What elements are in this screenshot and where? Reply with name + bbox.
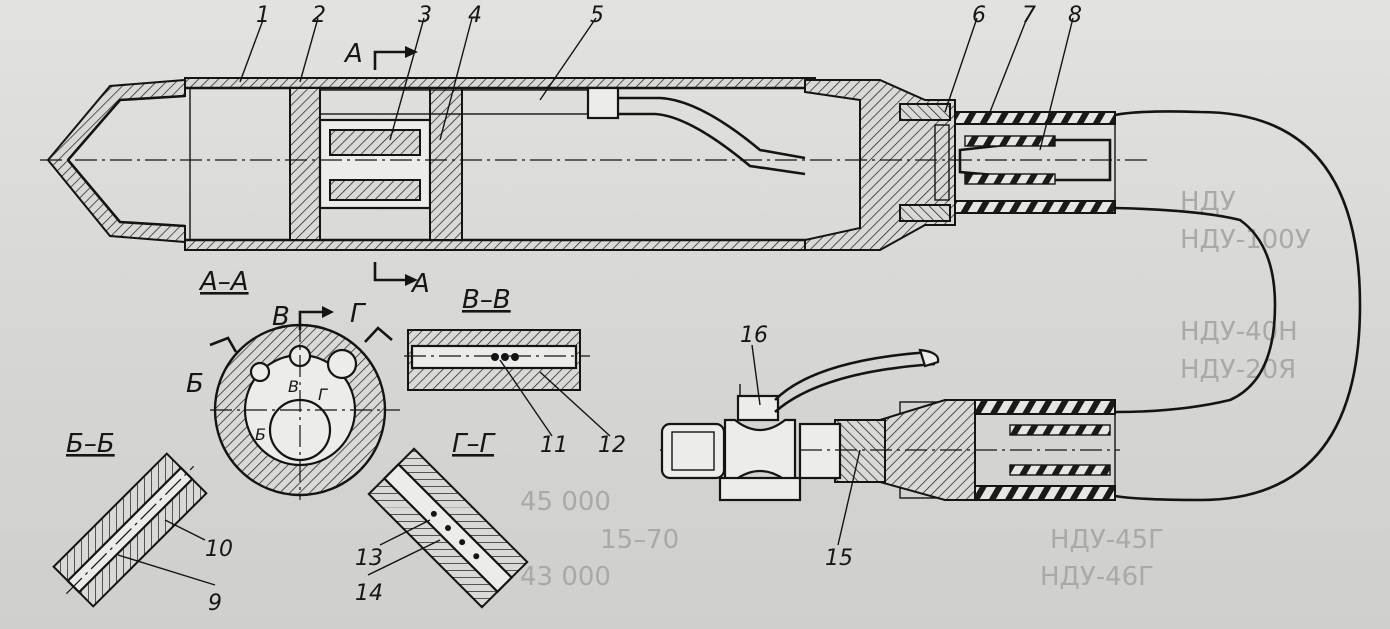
section-gg — [367, 447, 529, 609]
cut-marker-a-top: А — [343, 39, 363, 69]
bg-text-8: 15–70 — [600, 525, 679, 555]
cut-marker-v: В — [272, 302, 290, 332]
background-print: НДУ НДУ-100У НДУ-40Н НДУ-20Я НДУ-45Г НДУ… — [520, 187, 1311, 592]
bg-text-3: НДУ-40Н — [1180, 317, 1298, 347]
bg-text-5: НДУ-45Г — [1050, 525, 1164, 555]
section-title-gg: Г–Г — [452, 429, 496, 459]
section-title-vv: В–В — [462, 285, 511, 315]
bg-text-2: НДУ-100У — [1180, 225, 1311, 255]
callout-11: 11 — [540, 433, 568, 458]
cut-arrows — [209, 46, 418, 353]
callout-labels: 1 2 3 4 5 6 7 8 9 10 11 12 13 14 15 16 — [205, 3, 1082, 616]
callout-2: 2 — [312, 3, 326, 28]
cut-marker-g-small: Г — [318, 385, 328, 404]
callout-13: 13 — [355, 546, 383, 571]
bg-text-6: НДУ-46Г — [1040, 562, 1154, 592]
cut-marker-a-bottom: А — [410, 269, 430, 299]
section-titles: А–А В–В Б–Б Г–Г А А Б В Г Б В Г — [66, 39, 511, 459]
callout-1: 1 — [256, 3, 270, 28]
callout-6: 6 — [972, 3, 986, 28]
section-vv — [404, 329, 590, 391]
cut-marker-b-small: Б — [255, 425, 266, 444]
callout-4: 4 — [468, 3, 482, 28]
cut-marker-b: Б — [186, 369, 204, 399]
callout-14: 14 — [355, 581, 383, 606]
callout-9: 9 — [208, 591, 222, 616]
callout-3: 3 — [418, 3, 432, 28]
section-bb — [52, 452, 208, 608]
nozzle-body — [40, 77, 1150, 251]
callout-8: 8 — [1068, 3, 1082, 28]
bg-text-9: 43 000 — [520, 562, 611, 592]
leader-lines — [117, 17, 1074, 586]
valve-assembly — [660, 348, 1120, 502]
callout-5: 5 — [590, 3, 604, 28]
callout-15: 15 — [825, 546, 853, 571]
section-title-bb: Б–Б — [66, 429, 115, 459]
callout-10: 10 — [205, 537, 233, 562]
bg-text-7: 45 000 — [520, 487, 611, 517]
callout-16: 16 — [740, 323, 768, 348]
callout-7: 7 — [1022, 3, 1036, 28]
cut-marker-v-small: В — [288, 377, 299, 396]
callout-12: 12 — [598, 433, 626, 458]
cut-marker-g: Г — [350, 299, 367, 329]
section-title-aa: А–А — [198, 267, 249, 297]
u-hose — [1114, 110, 1362, 502]
bg-text-4: НДУ-20Я — [1180, 355, 1296, 385]
section-aa — [210, 320, 400, 500]
